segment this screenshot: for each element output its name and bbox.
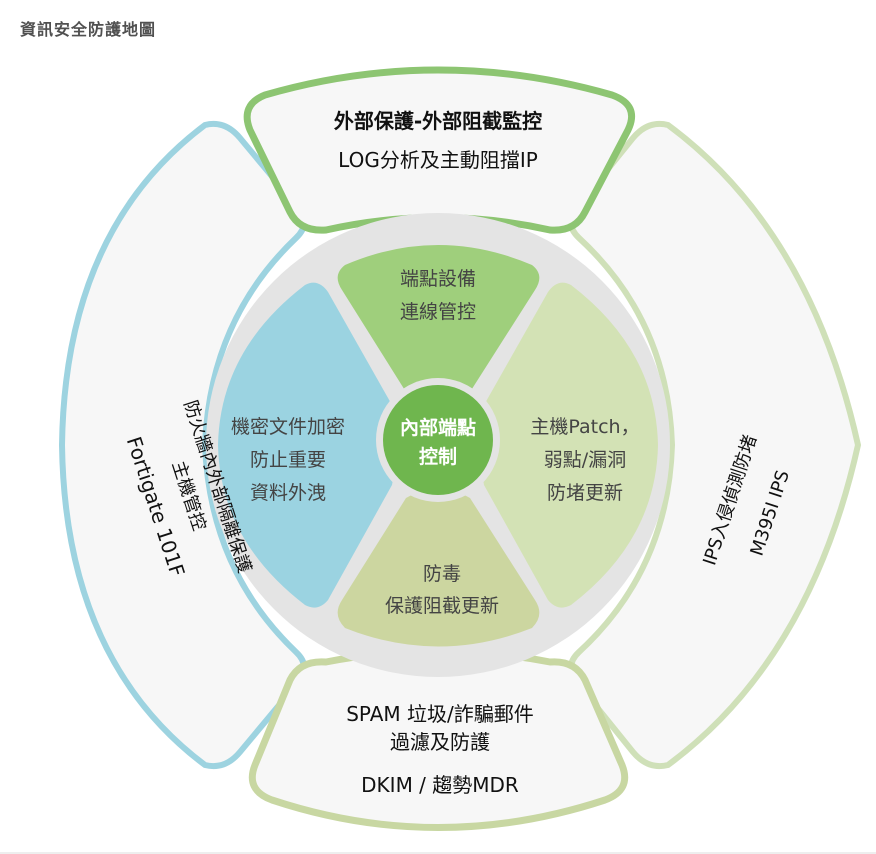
center-label-line2: 控制 <box>419 445 457 468</box>
outer-top-line1: 外部保護-外部阻截監控 <box>334 109 542 133</box>
inner-petal-right[interactable] <box>480 282 658 608</box>
inner-top-line1: 端點設備 <box>400 268 476 290</box>
inner-bottom-line2: 保護阻截更新 <box>385 595 499 617</box>
center-circle[interactable] <box>383 385 493 495</box>
inner-left-line3: 資料外洩 <box>250 482 326 504</box>
center-label-line1: 內部端點 <box>400 416 476 439</box>
inner-petal-left[interactable] <box>218 282 396 608</box>
outer-bottom-line2: 過濾及防護 <box>390 730 490 754</box>
inner-right-line2: 弱點/漏洞 <box>544 449 626 471</box>
inner-top-line2: 連線管控 <box>400 301 476 323</box>
inner-petal-top[interactable] <box>337 245 540 401</box>
inner-left-line2: 防止重要 <box>250 449 326 471</box>
inner-petal-bottom[interactable] <box>337 489 540 647</box>
inner-bottom-line1: 防毒 <box>423 563 461 585</box>
outer-bottom-line3: DKIM / 趨勢MDR <box>361 773 519 797</box>
inner-left-line1: 機密文件加密 <box>231 416 345 438</box>
page-title: 資訊安全防護地圖 <box>20 20 157 39</box>
inner-right-line1: 主機Patch， <box>530 416 639 438</box>
inner-right-line3: 防堵更新 <box>547 482 623 504</box>
outer-segment-top[interactable] <box>243 66 635 234</box>
outer-bottom-line1: SPAM 垃圾/詐騙郵件 <box>346 702 534 726</box>
bottom-divider <box>0 852 876 854</box>
outer-top-line2: LOG分析及主動阻擋IP <box>338 148 538 172</box>
